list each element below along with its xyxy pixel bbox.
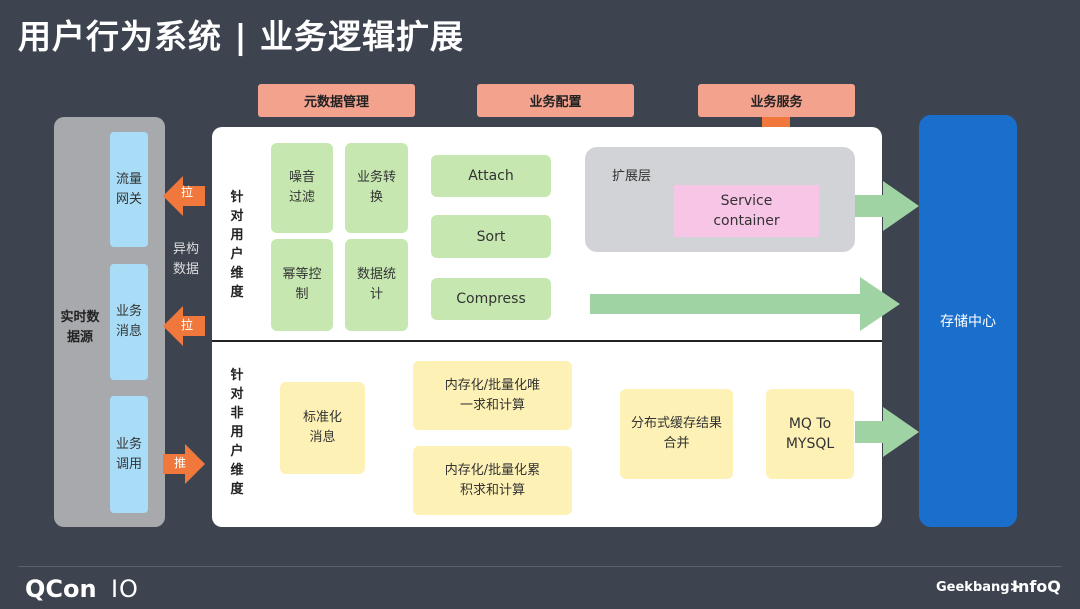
mem2-label: 内存化/批量化累积求和计算 (444, 462, 541, 498)
non-user-dimension-label: 针对非用户维度 (230, 368, 244, 497)
memory-cumulative-sum-box: 内存化/批量化累积求和计算 (413, 446, 572, 515)
filter-label: 业务转换 (356, 170, 396, 205)
right-arrow-icon (855, 407, 919, 457)
mem1-label: 内存化/批量化唯一求和计算 (444, 377, 541, 413)
page-title: 用户行为系统 | 业务逻辑扩展 (18, 17, 465, 56)
pull-arrow-icon (163, 176, 205, 216)
distributed-cache-merge-box: 分布式缓存结果合并 (620, 389, 733, 479)
header-metadata-management: 元数据管理 (258, 84, 415, 117)
source-item-traffic-gateway: 流量网关 (110, 132, 148, 247)
hetero-data-text: 异构数据 (172, 242, 199, 277)
storage-center: 存储中心 (919, 115, 1017, 527)
filter-label: 幂等控制 (282, 267, 322, 302)
attach-box: Attach (431, 155, 551, 197)
hetero-data-label: 异构数据 (170, 240, 202, 280)
pull-arrow-icon (163, 306, 205, 346)
infoq-logo: InfoQ (1012, 577, 1061, 596)
noise-filter-box: 噪音过滤 (271, 143, 333, 233)
std-msg-label: 标准化消息 (302, 410, 342, 445)
header-business-service: 业务服务 (698, 84, 855, 117)
push-label: 推 (174, 456, 187, 470)
source-item-label: 业务消息 (115, 304, 142, 339)
memory-unique-sum-box: 内存化/批量化唯一求和计算 (413, 361, 572, 430)
standardized-message-box: 标准化消息 (280, 382, 365, 474)
source-item-business-call: 业务调用 (110, 396, 148, 513)
cache-label: 分布式缓存结果合并 (630, 416, 722, 451)
compress-box: Compress (431, 278, 551, 320)
push-arrow-icon (163, 444, 205, 484)
service-container-box: Service container (674, 185, 819, 237)
footer-divider (18, 566, 1062, 567)
pull-label-1: 拉 (181, 185, 194, 199)
io-text: IO (110, 575, 139, 603)
mq-label: MQ To MYSQL (785, 416, 835, 452)
header-business-config: 业务配置 (477, 84, 634, 117)
filter-label: 数据统计 (356, 267, 396, 302)
pull-label-2: 拉 (181, 318, 194, 332)
realtime-source-label: 实时数据源 (54, 308, 106, 348)
qcon-text: QCon (25, 575, 97, 603)
qcon-logo: QCon IO (25, 575, 139, 603)
service-container-label: Service container (713, 193, 780, 229)
source-item-business-message: 业务消息 (110, 264, 148, 380)
source-item-label: 业务调用 (115, 436, 142, 472)
geekbang-logo: Geekbang> (936, 580, 1021, 595)
filter-label: 噪音过滤 (288, 170, 315, 205)
sort-box: Sort (431, 215, 551, 258)
right-arrow-icon (590, 277, 900, 331)
right-arrow-icon (855, 181, 919, 231)
user-dimension-label: 针对用户维度 (230, 190, 244, 300)
source-item-label: 流量网关 (115, 171, 142, 207)
section-divider (212, 340, 882, 342)
idempotent-control-box: 幂等控制 (271, 239, 333, 331)
mq-to-mysql-box: MQ To MYSQL (766, 389, 854, 479)
data-statistics-box: 数据统计 (345, 239, 408, 331)
realtime-source-text: 实时数据源 (60, 310, 100, 345)
extension-layer-label: 扩展层 (612, 169, 652, 184)
business-transform-box: 业务转换 (345, 143, 408, 233)
